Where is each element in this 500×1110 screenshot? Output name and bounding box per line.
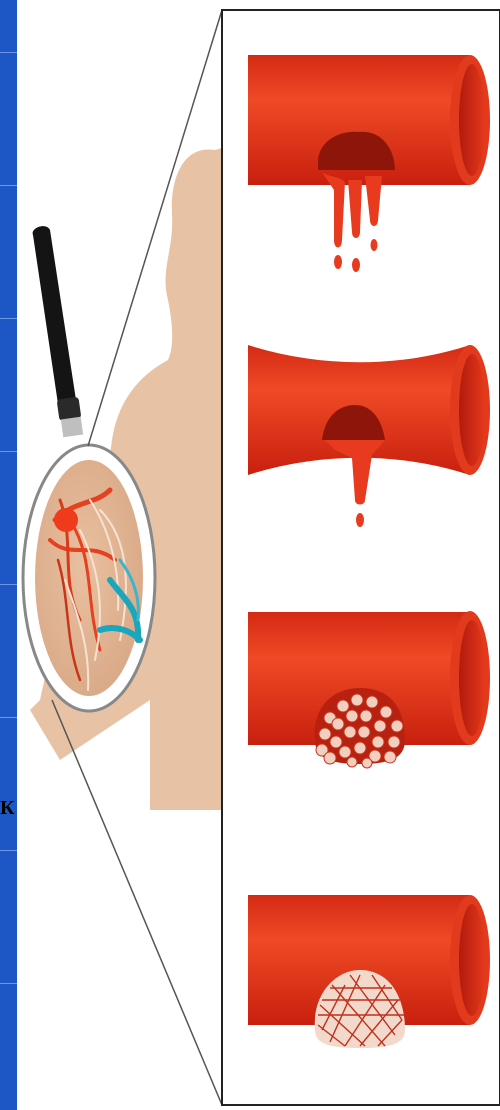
left-label: К: [0, 798, 15, 818]
magnifier-handle: [33, 226, 76, 404]
vessel-cell-aggregate: [248, 611, 490, 768]
